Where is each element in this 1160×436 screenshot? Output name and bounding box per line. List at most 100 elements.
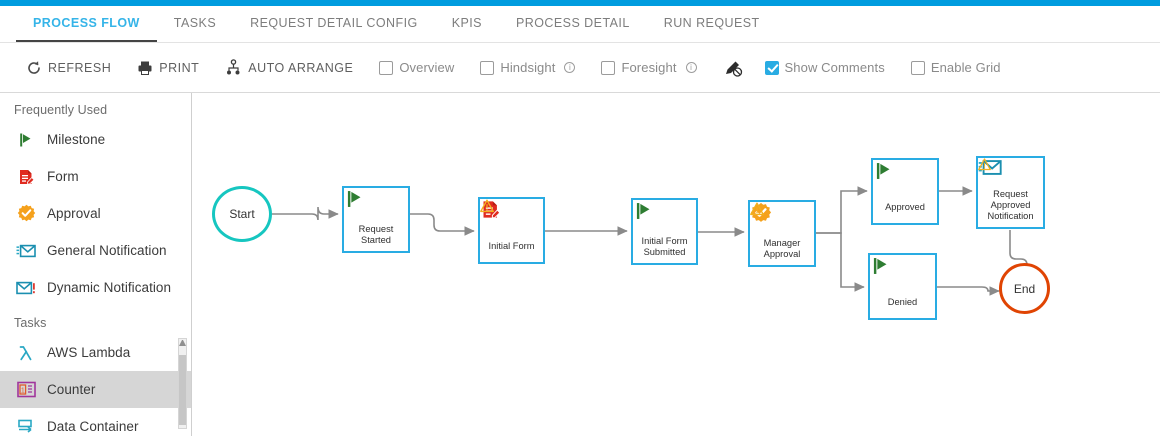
node-start-label: Start bbox=[229, 207, 255, 221]
edge-denied-to-end bbox=[937, 286, 1000, 296]
palette-item-dynamic-notification[interactable]: Dynamic Notification bbox=[0, 269, 191, 306]
overview-checkbox-box[interactable] bbox=[379, 60, 394, 75]
foresight-label: Foresight bbox=[621, 60, 677, 75]
edge-start-to-request-started bbox=[272, 206, 339, 221]
palette-item-counter[interactable]: 1 Counter bbox=[0, 371, 191, 408]
warning-icon bbox=[978, 158, 991, 171]
node-approved[interactable]: Approved bbox=[871, 158, 939, 225]
counter-icon: 1 bbox=[16, 380, 36, 400]
enable-grid-checkbox-box[interactable] bbox=[910, 60, 925, 75]
foresight-checkbox-box[interactable] bbox=[601, 60, 616, 75]
node-label: Request Started bbox=[358, 224, 394, 245]
approval-badge-icon bbox=[16, 204, 36, 224]
palette-item-label: Dynamic Notification bbox=[47, 280, 172, 295]
overview-label: Overview bbox=[399, 60, 455, 75]
palette-item-approval[interactable]: Approval bbox=[0, 195, 191, 232]
palette-scrollbar[interactable] bbox=[178, 338, 187, 429]
foresight-checkbox[interactable]: Foresight i bbox=[601, 60, 697, 75]
scroll-up-arrow-icon[interactable] bbox=[179, 340, 186, 346]
node-start[interactable]: Start bbox=[212, 186, 272, 242]
palette-item-form[interactable]: Form bbox=[0, 158, 191, 195]
flow-toolbar: REFRESH PRINT bbox=[0, 43, 1160, 93]
hindsight-checkbox[interactable]: Hindsight i bbox=[480, 60, 576, 75]
dynamic-notification-icon bbox=[16, 278, 36, 298]
palette-item-label: General Notification bbox=[47, 243, 167, 258]
palette-group-frequently-used-title: Frequently Used bbox=[14, 103, 108, 117]
approval-badge-icon bbox=[750, 202, 772, 222]
show-comments-label: Show Comments bbox=[784, 60, 885, 75]
node-label: Request Approved Notification bbox=[987, 188, 1034, 221]
palette-group-tasks-title: Tasks bbox=[14, 316, 47, 330]
palette-item-general-notification[interactable]: General Notification bbox=[0, 232, 191, 269]
edge-notification-to-end bbox=[1009, 230, 1032, 283]
node-label: Manager Approval bbox=[763, 238, 801, 259]
palette-item-label: AWS Lambda bbox=[47, 345, 131, 360]
tab-tasks[interactable]: TASKS bbox=[173, 16, 217, 30]
tab-run-request[interactable]: RUN REQUEST bbox=[663, 16, 760, 30]
palette-item-label: Form bbox=[47, 169, 79, 184]
warning-icon bbox=[750, 202, 764, 216]
tab-request-detail-config[interactable]: REQUEST DETAIL CONFIG bbox=[250, 16, 418, 30]
node-label: Initial Form Submitted bbox=[641, 236, 688, 257]
refresh-icon bbox=[26, 60, 42, 76]
shape-palette: Frequently Used Milestone bbox=[0, 93, 192, 436]
overview-checkbox[interactable]: Overview bbox=[379, 60, 454, 75]
clear-annotations-button[interactable] bbox=[723, 59, 743, 77]
node-denied[interactable]: Denied bbox=[868, 253, 937, 320]
auto-arrange-label: AUTO ARRANGE bbox=[248, 60, 354, 75]
node-label: Initial Form bbox=[488, 240, 535, 251]
warning-icon bbox=[480, 199, 494, 213]
show-comments-checkbox-box[interactable] bbox=[764, 60, 779, 75]
node-initial-form[interactable]: Initial Form bbox=[478, 197, 545, 264]
milestone-flag-icon bbox=[636, 203, 650, 219]
flow-canvas[interactable]: Start Request Started bbox=[192, 93, 1160, 436]
hindsight-info-icon[interactable]: i bbox=[564, 62, 576, 73]
data-container-icon bbox=[16, 417, 36, 436]
node-label: Denied bbox=[887, 296, 918, 307]
refresh-label: REFRESH bbox=[48, 60, 112, 75]
auto-arrange-button[interactable]: AUTO ARRANGE bbox=[225, 59, 353, 76]
app-accent-bar bbox=[0, 0, 1160, 6]
tab-process-detail[interactable]: PROCESS DETAIL bbox=[515, 16, 630, 30]
hindsight-label: Hindsight bbox=[500, 60, 556, 75]
scrollbar-thumb[interactable] bbox=[179, 355, 186, 425]
node-end[interactable]: End bbox=[999, 263, 1050, 314]
milestone-flag-icon bbox=[873, 258, 887, 274]
foresight-info-icon[interactable]: i bbox=[685, 62, 697, 73]
palette-item-milestone[interactable]: Milestone bbox=[0, 121, 191, 158]
flow-connectors bbox=[272, 186, 1032, 296]
tab-process-flow[interactable]: PROCESS FLOW bbox=[16, 6, 157, 42]
palette-item-data-container[interactable]: Data Container bbox=[0, 408, 191, 436]
node-request-approved-notification[interactable]: Request Approved Notification bbox=[976, 156, 1045, 229]
enable-grid-label: Enable Grid bbox=[930, 60, 1001, 75]
palette-item-label: Milestone bbox=[47, 132, 106, 147]
refresh-button[interactable]: REFRESH bbox=[26, 60, 111, 76]
node-end-label: End bbox=[1013, 281, 1036, 296]
palette-item-aws-lambda[interactable]: AWS Lambda bbox=[0, 334, 191, 371]
print-icon bbox=[137, 60, 153, 76]
print-label: PRINT bbox=[159, 60, 200, 75]
palette-item-label: Data Container bbox=[47, 419, 139, 434]
node-initial-form-submitted[interactable]: Initial Form Submitted bbox=[631, 198, 698, 265]
show-comments-checkbox[interactable]: Show Comments bbox=[764, 60, 885, 75]
print-button[interactable]: PRINT bbox=[137, 60, 199, 76]
edge-request-started-to-initial-form bbox=[410, 213, 475, 236]
general-notification-icon bbox=[16, 241, 36, 261]
edge-manager-approval-to-approved bbox=[816, 186, 868, 234]
marker-pen-no-icon bbox=[723, 59, 743, 77]
form-icon bbox=[16, 167, 36, 187]
tab-kpis[interactable]: KPIS bbox=[451, 16, 482, 30]
palette-item-label: Counter bbox=[47, 382, 96, 397]
milestone-flag-icon bbox=[347, 191, 361, 207]
node-manager-approval[interactable]: Manager Approval bbox=[748, 200, 816, 267]
milestone-flag-icon bbox=[876, 163, 890, 179]
hindsight-checkbox-box[interactable] bbox=[480, 60, 495, 75]
svg-text:1: 1 bbox=[20, 387, 24, 394]
enable-grid-checkbox[interactable]: Enable Grid bbox=[910, 60, 1001, 75]
node-request-started[interactable]: Request Started bbox=[342, 186, 410, 253]
lambda-icon bbox=[16, 343, 36, 363]
flag-icon bbox=[16, 130, 36, 150]
node-label: Approved bbox=[885, 201, 925, 212]
auto-arrange-icon bbox=[225, 59, 242, 76]
edge-manager-approval-to-denied bbox=[816, 232, 865, 292]
